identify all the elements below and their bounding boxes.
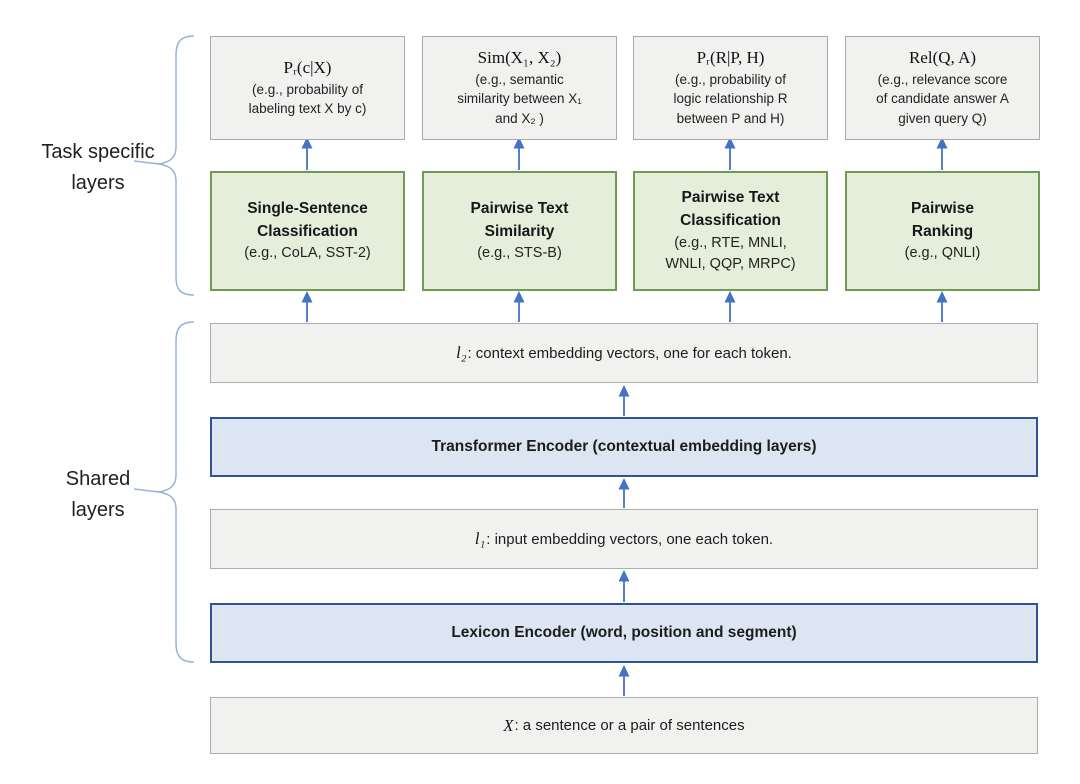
output-box-similarity: Sim(X₁, X₂) (e.g., semantic similarity b… bbox=[422, 36, 617, 140]
task-examples: (e.g., QNLI) bbox=[904, 245, 981, 262]
task-specific-layers-label: Task specific layers bbox=[18, 137, 178, 199]
output-box-pairwise-classification: Pᵣ(R|P, H) (e.g., probability of logic r… bbox=[633, 36, 828, 140]
shared-layers-label: Shared layers bbox=[18, 464, 178, 526]
transformer-encoder-label: Transformer Encoder (contextual embeddin… bbox=[431, 438, 817, 455]
l2-formula: l₂ bbox=[456, 343, 467, 362]
output-box-single-sentence: Pᵣ(c|X) (e.g., probability of labeling t… bbox=[210, 36, 405, 140]
label-line: layers bbox=[71, 172, 125, 194]
task-box-pairwise-ranking: Pairwise Ranking (e.g., QNLI) bbox=[845, 171, 1040, 291]
task-box-pairwise-text-classification: Pairwise Text Classification (e.g., RTE,… bbox=[633, 171, 828, 291]
transformer-encoder-bar: Transformer Encoder (contextual embeddin… bbox=[210, 417, 1038, 477]
task-title: Pairwise Text Similarity bbox=[470, 199, 569, 241]
output-description: (e.g., semantic similarity between X₁ an… bbox=[457, 71, 582, 126]
output-description: (e.g., relevance score of candidate answ… bbox=[876, 71, 1009, 126]
l1-input-embedding-bar: l₁: input embedding vectors, one each to… bbox=[210, 509, 1038, 569]
output-formula: Pᵣ(R|P, H) bbox=[696, 47, 765, 67]
x-text: : a sentence or a pair of sentences bbox=[514, 717, 745, 734]
label-line: Shared bbox=[65, 468, 131, 490]
x-formula: X bbox=[503, 715, 514, 735]
task-title: Pairwise Text Classification bbox=[680, 189, 781, 230]
output-formula: Sim(X₁, X₂) bbox=[477, 47, 562, 67]
lexicon-encoder-bar: Lexicon Encoder (word, position and segm… bbox=[210, 603, 1038, 663]
label-line: layers bbox=[71, 499, 125, 521]
output-formula: Pᵣ(c|X) bbox=[283, 57, 332, 77]
up-arrow-icon bbox=[301, 291, 948, 322]
up-arrow-icon bbox=[301, 137, 948, 170]
l1-text: : input embedding vectors, one each toke… bbox=[486, 530, 774, 548]
label-line: Task specific bbox=[41, 141, 155, 163]
task-title: Pairwise Ranking bbox=[911, 199, 974, 241]
output-description: (e.g., probability of labeling text X by… bbox=[248, 81, 367, 116]
output-description: (e.g., probability of logic relationship… bbox=[673, 71, 788, 126]
task-box-single-sentence-classification: Single-Sentence Classification (e.g., Co… bbox=[210, 171, 405, 291]
l1-formula: l₁ bbox=[474, 529, 486, 548]
task-examples: (e.g., RTE, MNLI, WNLI, QQP, MRPC) bbox=[665, 234, 796, 273]
task-examples: (e.g., CoLA, SST-2) bbox=[244, 245, 371, 262]
output-box-ranking: Rel(Q, A) (e.g., relevance score of cand… bbox=[845, 36, 1040, 140]
lexicon-encoder-label: Lexicon Encoder (word, position and segm… bbox=[451, 624, 797, 641]
task-examples: (e.g., STS-B) bbox=[477, 245, 562, 262]
task-title: Single-Sentence Classification bbox=[247, 199, 368, 241]
l2-context-embedding-bar: l₂: context embedding vectors, one for e… bbox=[210, 323, 1038, 383]
input-sentence-bar: X: a sentence or a pair of sentences bbox=[210, 697, 1038, 754]
l2-text: : context embedding vectors, one for eac… bbox=[467, 344, 792, 362]
task-box-pairwise-text-similarity: Pairwise Text Similarity (e.g., STS-B) bbox=[422, 171, 617, 291]
output-formula: Rel(Q, A) bbox=[908, 47, 977, 67]
